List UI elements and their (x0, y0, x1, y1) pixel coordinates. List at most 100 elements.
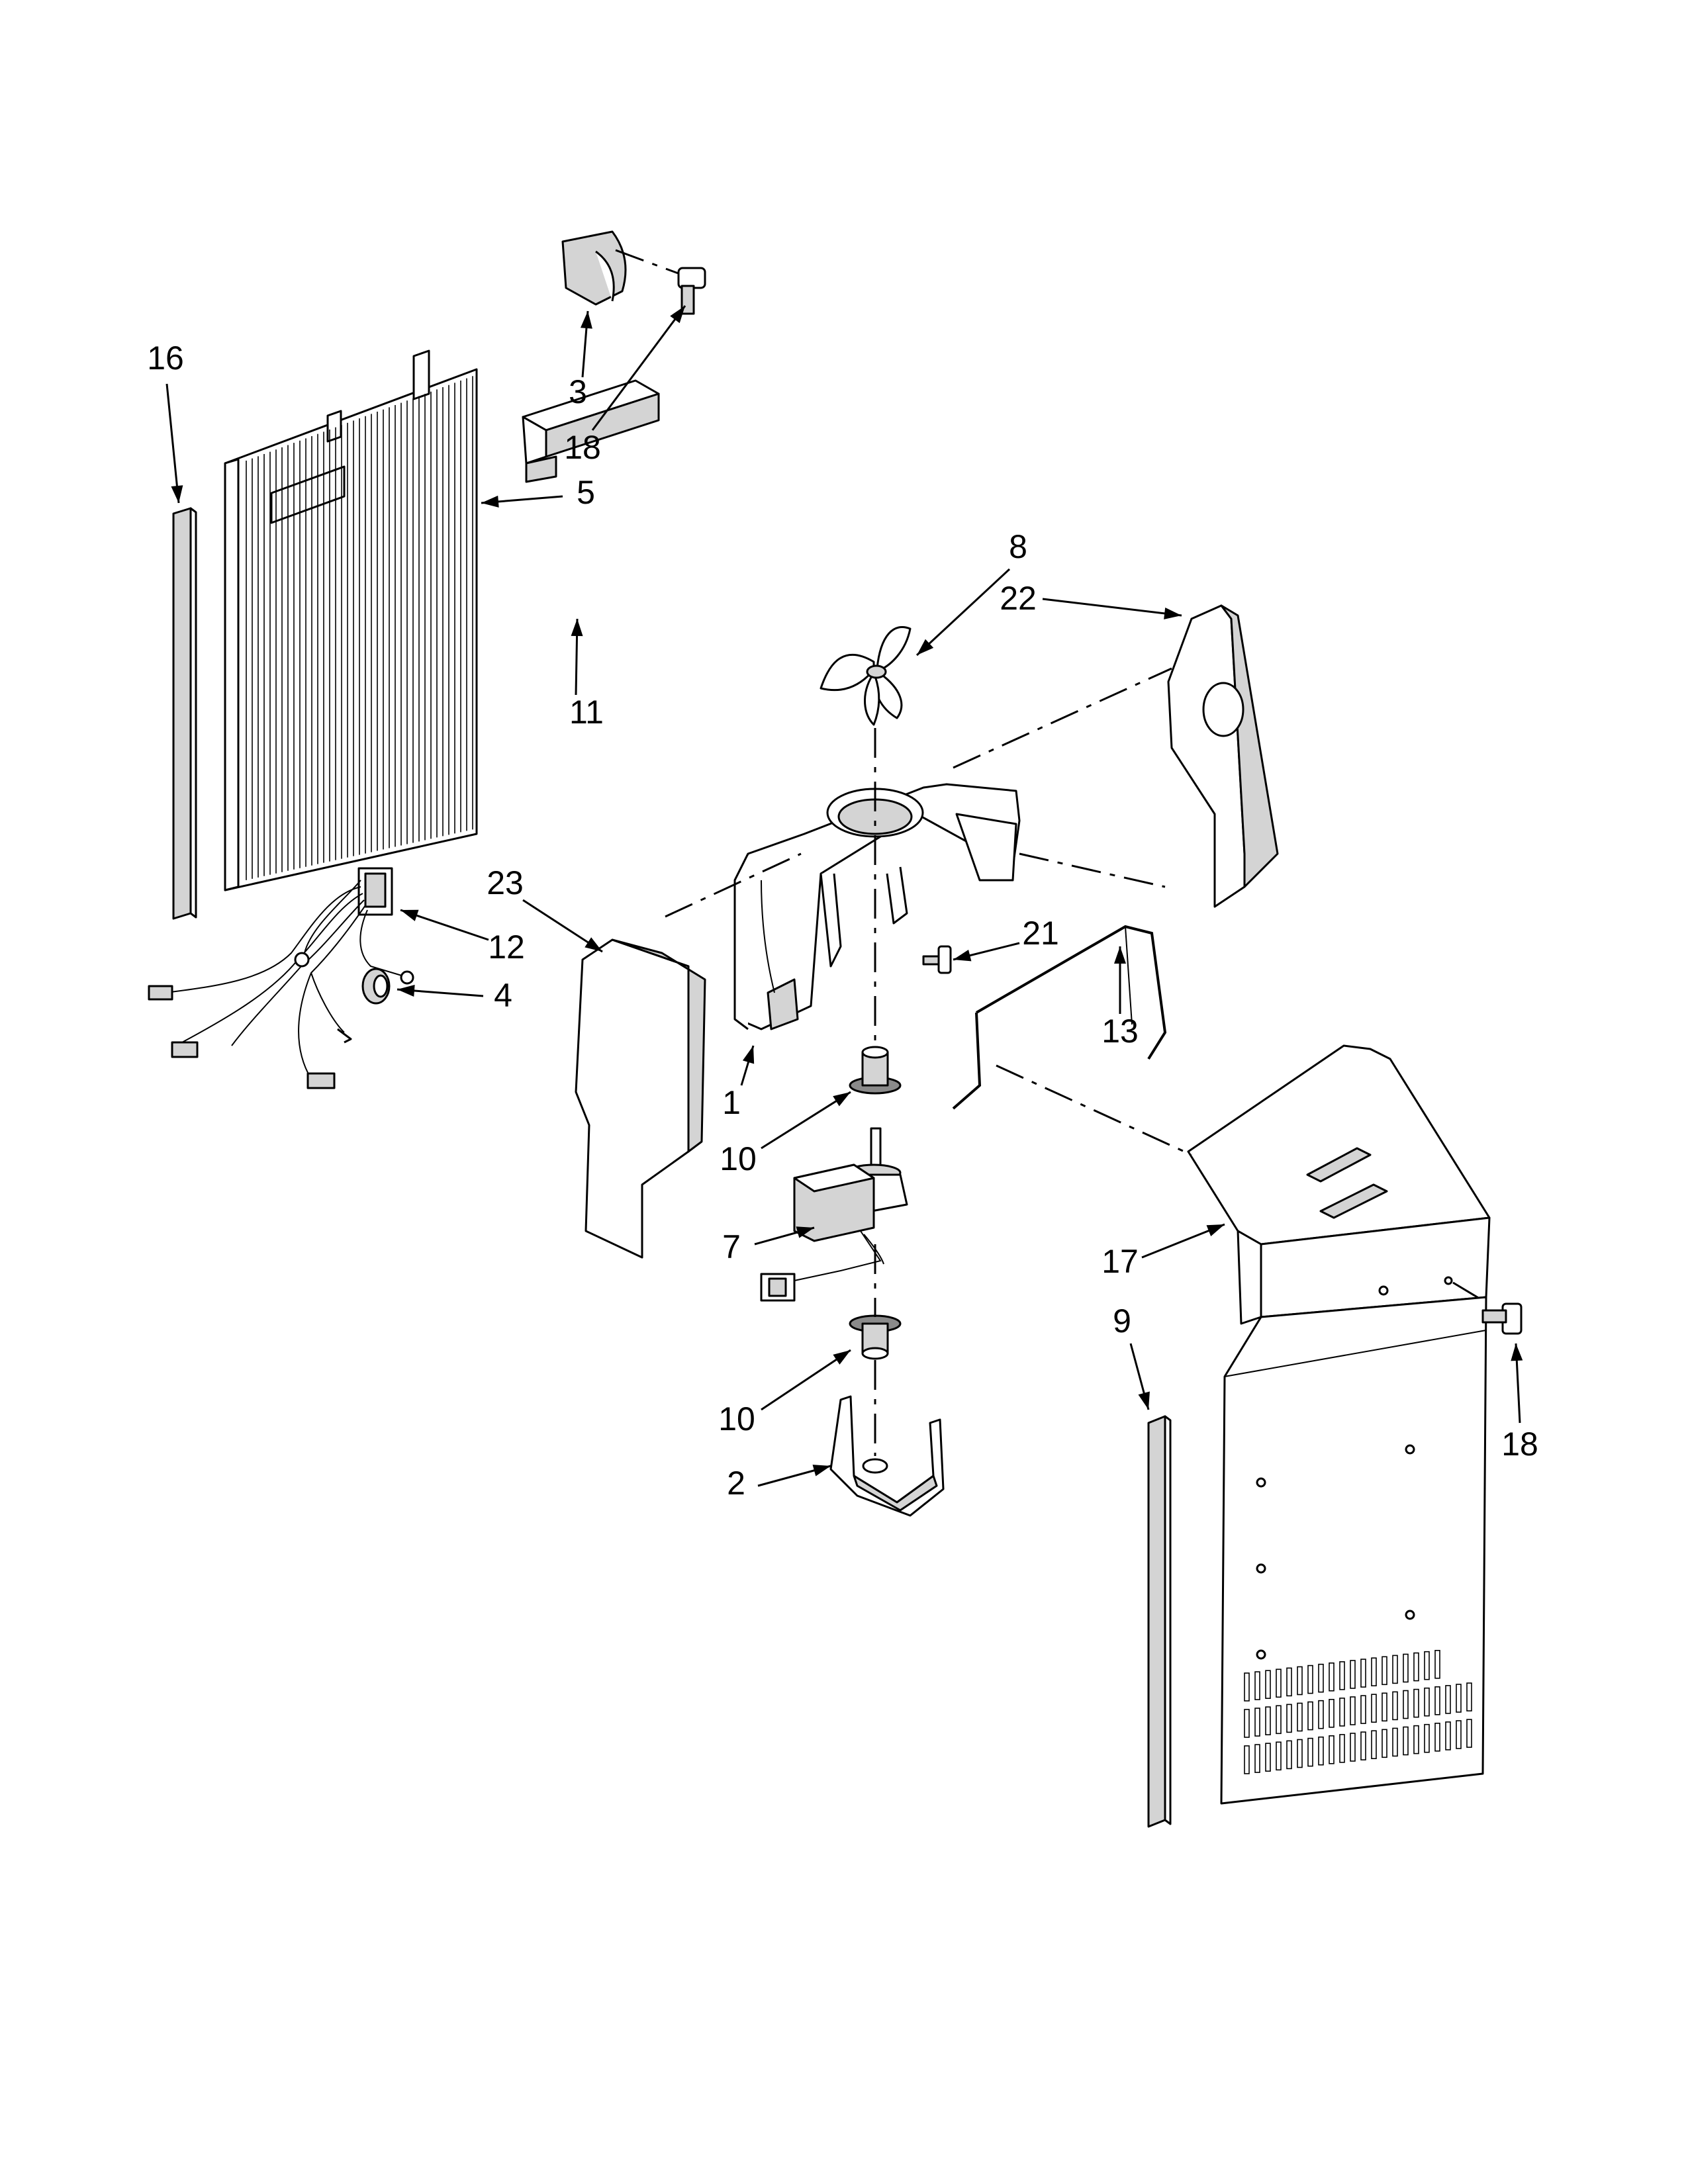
leader-line (165, 383, 180, 504)
part-2-motor-bracket (829, 1395, 945, 1517)
part-9-strip (1147, 1415, 1172, 1828)
callout-11: 11 (569, 694, 604, 731)
callout-2: 2 (727, 1465, 745, 1502)
vent-slot (1403, 1690, 1409, 1719)
leader-arrowhead (571, 619, 583, 637)
callout-8: 8 (1009, 528, 1027, 565)
vent-slot (1403, 1653, 1409, 1683)
vent-slot (1392, 1691, 1398, 1721)
callout-16: 16 (147, 340, 184, 377)
leader-line (1042, 598, 1182, 617)
vent-slot (1403, 1726, 1409, 1756)
vent-slot (1466, 1719, 1472, 1748)
leader-arrowhead (833, 1092, 851, 1107)
part-21-screw (922, 945, 952, 974)
vent-slot (1265, 1706, 1271, 1735)
leader-arrowhead (742, 1046, 755, 1064)
part-3-cap (561, 230, 627, 306)
callout-10: 10 (720, 1140, 757, 1177)
leader-arrowhead (171, 485, 183, 503)
part-22-side-baffle (1167, 604, 1279, 908)
vent-slot (1276, 1741, 1282, 1771)
vent-slot (1339, 1734, 1345, 1763)
vent-slot (1329, 1699, 1335, 1728)
vent-slot (1371, 1730, 1377, 1759)
vent-slot (1445, 1685, 1451, 1714)
callout-22: 22 (1000, 580, 1037, 617)
vent-slot (1265, 1743, 1271, 1772)
leader-arrowhead (917, 639, 934, 655)
vent-slot (1329, 1735, 1335, 1764)
part-5-rear-panel (224, 349, 478, 891)
panel-ribs (246, 376, 473, 880)
vent-slot (1371, 1694, 1377, 1723)
part-10-isolator-top (849, 1046, 902, 1095)
leader-arrowhead (670, 306, 685, 324)
vent-slot (1360, 1695, 1366, 1724)
callout-5: 5 (577, 474, 595, 511)
cover-vents (1244, 1650, 1472, 1774)
vent-slot (1424, 1651, 1430, 1680)
vent-slot (1297, 1739, 1303, 1768)
vent-slot (1350, 1733, 1356, 1762)
vent-slot (1286, 1704, 1292, 1733)
vent-slot (1276, 1668, 1282, 1698)
callout-1: 1 (722, 1084, 741, 1121)
part-4-grommet (361, 968, 391, 1005)
part-7-fan-motor (760, 1127, 908, 1302)
vent-slot (1244, 1709, 1250, 1738)
vent-slot (1350, 1660, 1356, 1689)
callout-18: 18 (564, 429, 601, 466)
part-13-wire-bracket (952, 925, 1167, 1110)
leader-line (761, 1091, 851, 1150)
vent-slot (1456, 1684, 1462, 1713)
vent-slot (1382, 1692, 1387, 1722)
part-18-screw-top (677, 267, 706, 315)
vent-slot (1307, 1701, 1313, 1731)
leader-arrowhead (481, 495, 499, 508)
vent-slot (1392, 1655, 1398, 1684)
leader-arrowhead (400, 909, 419, 921)
vent-slot (1424, 1687, 1430, 1717)
part-1-fan-shroud (733, 783, 1021, 1030)
vent-slot (1254, 1707, 1260, 1737)
callout-21: 21 (1022, 915, 1059, 952)
leader-arrowhead (1206, 1224, 1225, 1237)
vent-slot (1434, 1723, 1440, 1752)
vent-slot (1413, 1688, 1419, 1718)
callout-18-b: 18 (1501, 1426, 1538, 1463)
vent-slot (1434, 1650, 1440, 1679)
callout-23: 23 (487, 864, 524, 901)
dash-3-18 (615, 249, 682, 276)
part-18-screw-right (1481, 1302, 1523, 1335)
vent-slot (1254, 1671, 1260, 1700)
part-12-wire-harness (148, 867, 414, 1089)
vent-slot (1286, 1667, 1292, 1697)
vent-slot (1424, 1723, 1430, 1753)
part-11-bracket (522, 379, 660, 483)
callout-9: 9 (1113, 1302, 1131, 1340)
vent-slot (1286, 1740, 1292, 1770)
leader-line (591, 305, 686, 431)
vent-slot (1244, 1745, 1250, 1774)
vent-slot (1318, 1663, 1324, 1693)
vent-slot (1360, 1731, 1366, 1760)
vent-slot (1329, 1662, 1335, 1692)
leader-line (761, 1349, 851, 1411)
part-17-rear-cover (1187, 1044, 1491, 1805)
vent-slot (1413, 1652, 1419, 1682)
vent-slot (1382, 1729, 1387, 1758)
leader-arrowhead (796, 1226, 814, 1238)
callout-3: 3 (569, 373, 587, 410)
vent-slot (1339, 1661, 1345, 1690)
vent-slot (1254, 1744, 1260, 1773)
leader-arrowhead (1164, 607, 1182, 619)
leader-arrowhead (1138, 1391, 1150, 1410)
vent-slot (1466, 1682, 1472, 1711)
leader-arrowhead (1511, 1343, 1523, 1361)
part-23-side-baffle (575, 938, 706, 1259)
part-10-isolator-bottom (849, 1314, 902, 1360)
assembly-centerlines (665, 667, 1483, 1456)
callout-7: 7 (722, 1228, 741, 1265)
